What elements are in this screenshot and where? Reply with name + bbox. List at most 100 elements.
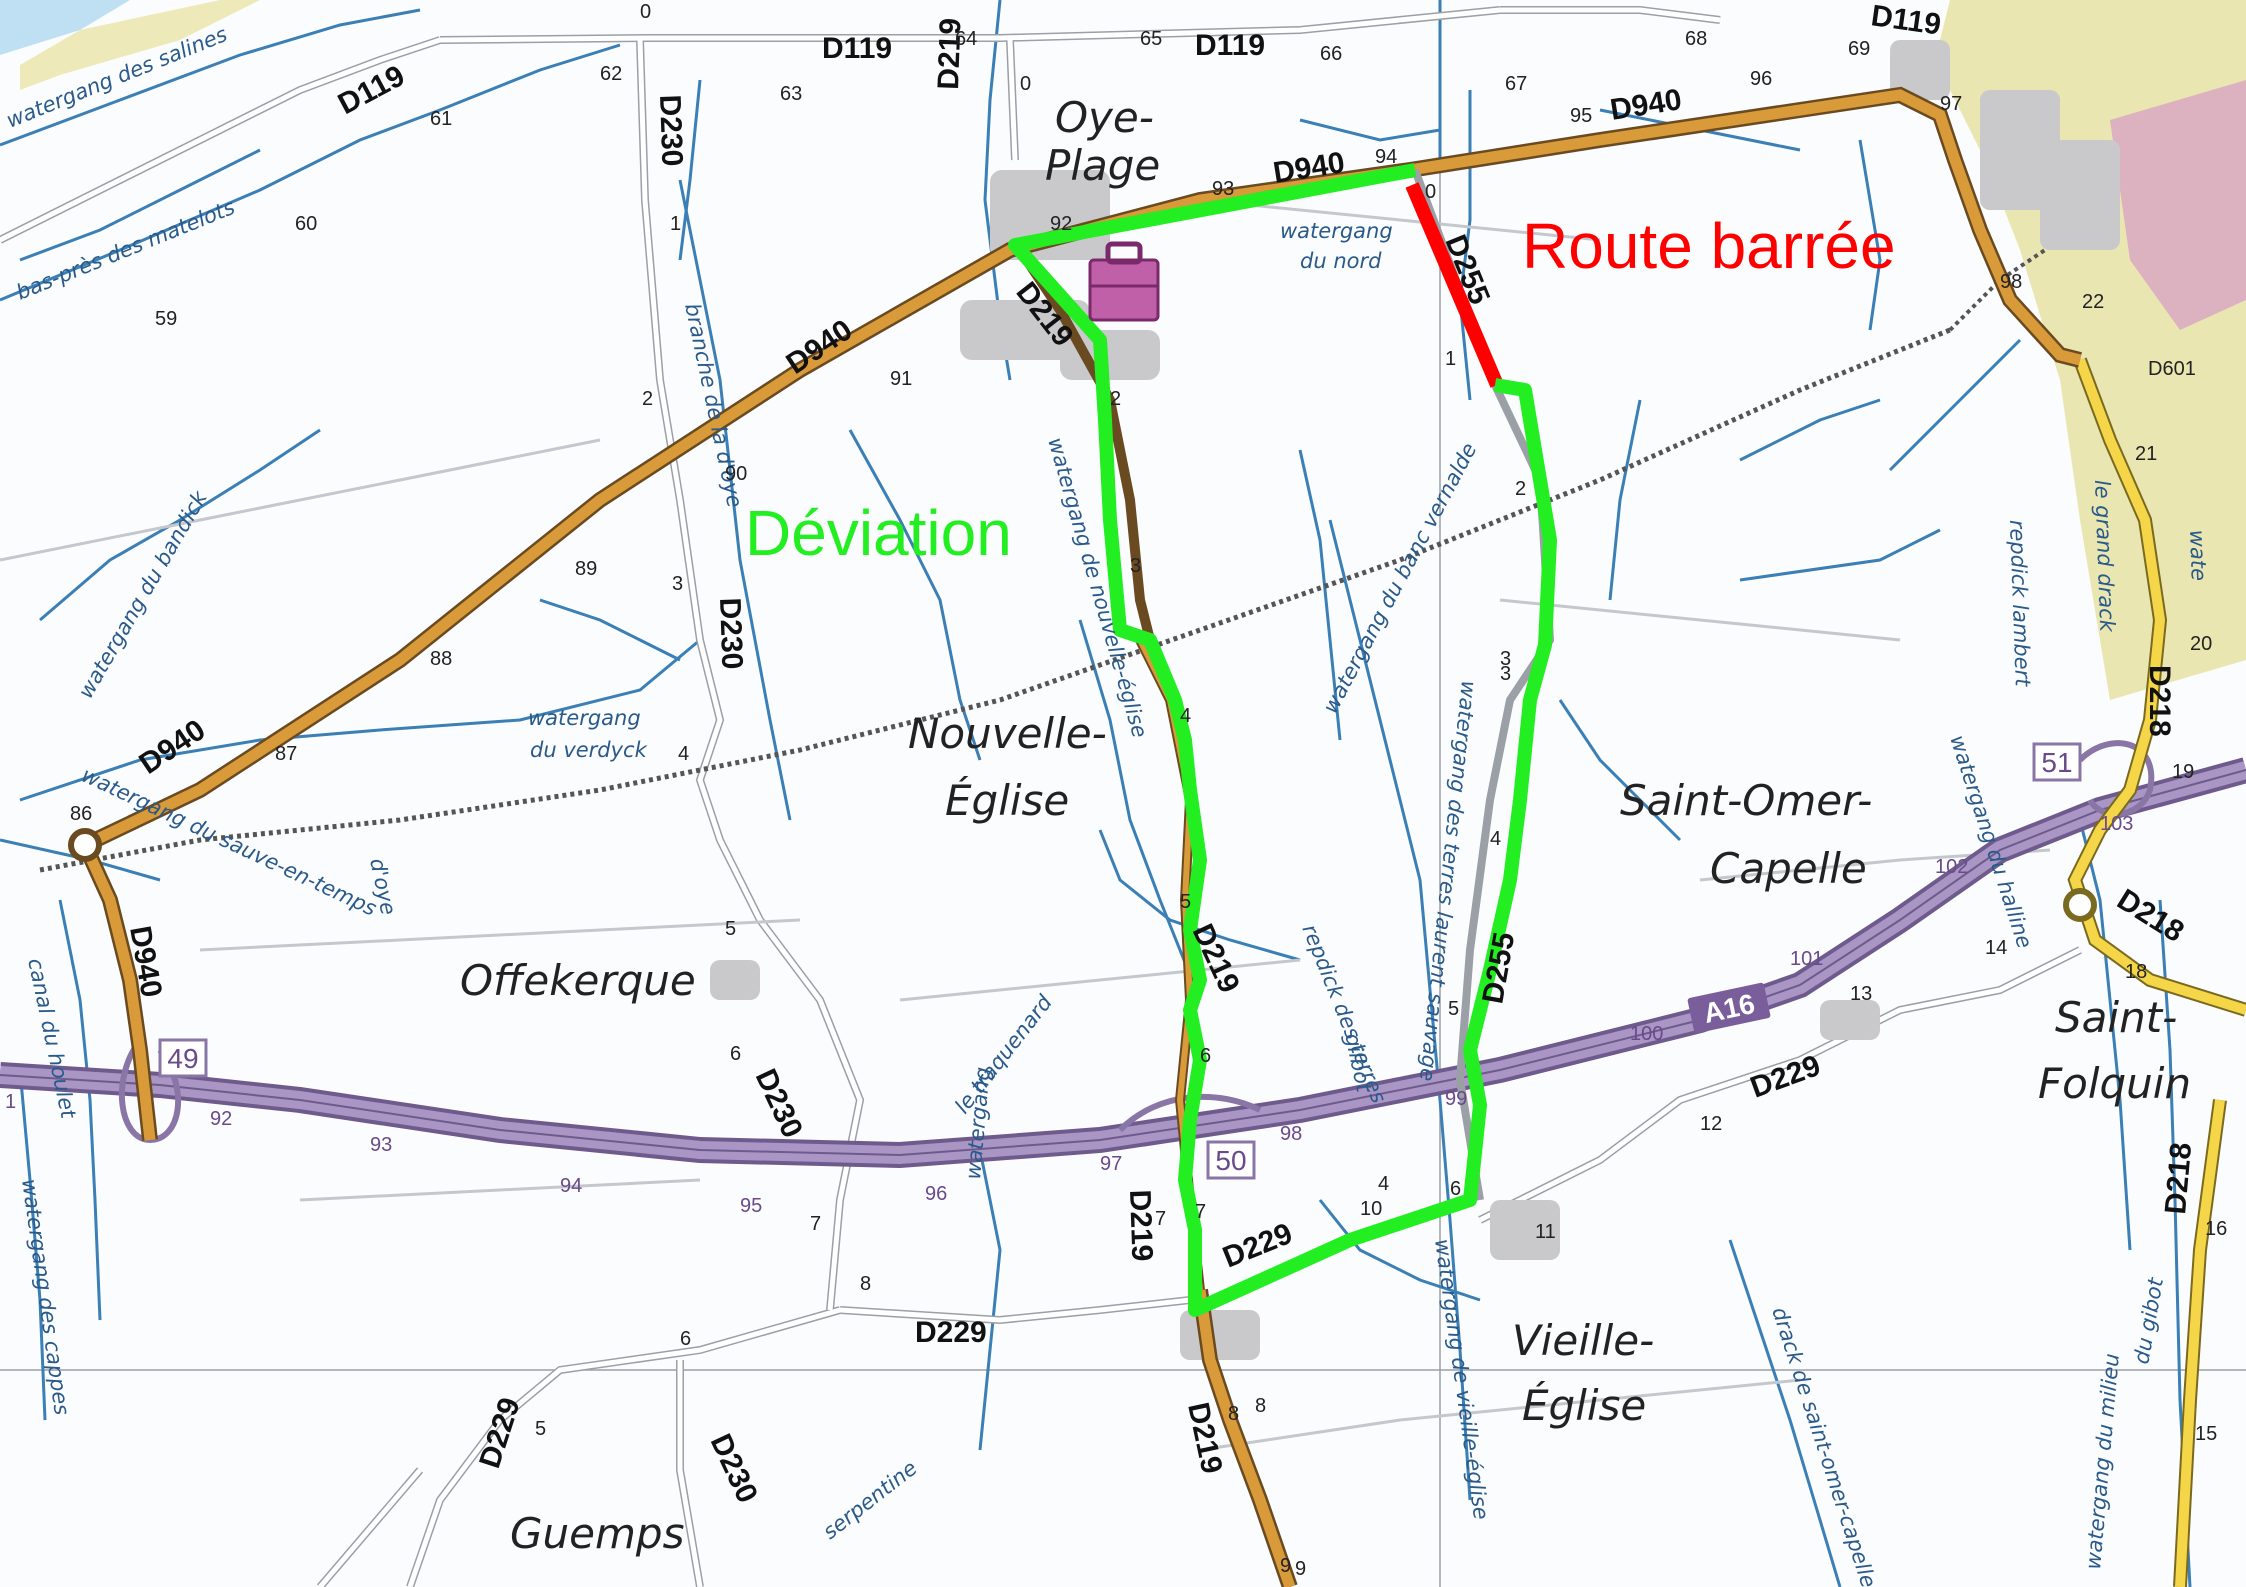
km-marker: 97: [1100, 1153, 1122, 1175]
km-marker: 22: [2082, 291, 2104, 313]
roundabout-saint-folquin: [2063, 888, 2097, 922]
km-marker: 8: [1228, 1403, 1239, 1425]
km-marker: 100: [1630, 1023, 1663, 1045]
km-marker: 3: [1500, 663, 1511, 685]
water-verdyck-2: du verdyck: [530, 738, 648, 762]
d940-south: [79, 842, 156, 1141]
place-guemps: Guemps: [510, 1509, 684, 1558]
km-marker: 67: [1505, 73, 1527, 95]
km-marker: 96: [1750, 68, 1772, 90]
briefcase-icon: [1088, 241, 1160, 322]
place-oye-plage-line1: Oye-: [1055, 93, 1154, 142]
km-marker: 4: [678, 743, 689, 765]
km-marker: 97: [1940, 93, 1962, 115]
km-marker: 10: [1360, 1198, 1382, 1220]
km-marker: 4: [1180, 705, 1191, 727]
road-d218-c: D218: [2159, 1141, 2198, 1215]
km-marker: 96: [925, 1183, 947, 1205]
km-marker: 61: [430, 108, 452, 130]
exit-badge-49: 49: [158, 1038, 208, 1078]
d219-south: [1194, 1289, 1296, 1587]
exit-badge-50: 50: [1206, 1140, 1256, 1180]
sea-area: [0, 0, 130, 55]
water-grand-drack: le grand drack: [2090, 479, 2119, 633]
km-marker: 103: [2100, 813, 2133, 835]
km-marker: 2: [1515, 478, 1526, 500]
km-marker: 5: [535, 1418, 546, 1440]
beach-area: [20, 0, 260, 90]
km-marker: 5: [1448, 998, 1459, 1020]
urban-areas: [710, 40, 2120, 1360]
km-marker: 0: [1020, 73, 1031, 95]
km-marker: 94: [1375, 146, 1397, 168]
km-marker: 98: [1280, 1123, 1302, 1145]
km-marker: 93: [370, 1134, 392, 1156]
km-marker: 95: [740, 1195, 762, 1217]
km-marker: 12: [1700, 1113, 1722, 1135]
d940-road: [82, 89, 2082, 850]
water-nord-1: watergang: [1280, 219, 1393, 243]
water-verdyck-1: watergang: [528, 706, 641, 730]
km-marker: 6: [1200, 1045, 1211, 1067]
road-d219-d: D219: [1123, 1189, 1158, 1262]
km-marker: 69: [1848, 38, 1870, 60]
protected-area: [2110, 80, 2246, 330]
km-marker: 89: [575, 558, 597, 580]
a16-shield: A16: [1687, 982, 1771, 1034]
road-d229-c: D229: [915, 1316, 987, 1349]
road-d119-a: D119: [822, 32, 892, 65]
km-marker: 5: [1180, 891, 1191, 913]
water-edge: wate: [2185, 529, 2211, 581]
roundabout-offekerque: [68, 828, 102, 862]
km-marker: 6: [730, 1043, 741, 1065]
km-marker: 3: [672, 573, 683, 595]
d218-south: [2175, 1099, 2225, 1587]
km-marker: 0: [640, 1, 651, 23]
km-marker: 13: [1850, 983, 1872, 1005]
railway: [39, 327, 1951, 873]
km-marker: 59: [155, 308, 177, 330]
detour-label: Déviation: [745, 497, 1012, 569]
road-d119-b: D119: [1195, 29, 1265, 62]
km-marker: 4: [1490, 828, 1501, 850]
km-marker: 5: [725, 918, 736, 940]
km-marker: 11: [1535, 1221, 1556, 1243]
km-marker: 64: [955, 28, 977, 50]
a16-motorway-center: [0, 769, 2246, 1157]
km-marker: 99: [1445, 1088, 1467, 1110]
place-saint-folquin-line2: Folquin: [2038, 1059, 2191, 1108]
road-d230-a: D230: [653, 94, 688, 167]
road-closed-label: Route barrée: [1522, 210, 1896, 282]
road-closure-segment: [1405, 182, 1504, 388]
km-marker: 7: [810, 1213, 821, 1235]
road-d601: D601: [2148, 358, 2196, 380]
water-nord-2: du nord: [1300, 249, 1382, 273]
km-marker: 95: [1570, 105, 1592, 127]
road-d218-a: D218: [2143, 665, 2176, 737]
km-marker: 62: [600, 63, 622, 85]
km-marker: 86: [70, 803, 92, 825]
place-nouvelle-eglise-line1: Nouvelle-: [908, 709, 1107, 758]
place-saint-omer-capelle-line1: Saint-Omer-: [1620, 776, 1872, 825]
km-marker: 3: [1500, 648, 1511, 670]
km-marker: 92: [1050, 213, 1072, 235]
km-marker: 63: [780, 83, 802, 105]
km-marker: 9: [1295, 1558, 1306, 1580]
km-marker: 14: [1985, 937, 2007, 959]
place-saint-folquin-line1: Saint-: [2055, 993, 2177, 1042]
km-marker: 102: [1935, 856, 1968, 878]
exit-number-50: 50: [1215, 1145, 1246, 1176]
detour-route: [1008, 163, 1557, 1317]
km-marker: 8: [1255, 1395, 1266, 1417]
minor-roads-fill: [0, 7, 2082, 1587]
d255-road: [1411, 168, 1555, 1201]
place-offekerque: Offekerque: [460, 956, 696, 1005]
km-marker: 19: [2172, 761, 2194, 783]
km-marker: 15: [2195, 1423, 2217, 1445]
km-marker: 7: [1155, 1208, 1166, 1230]
km-marker: 1: [1445, 348, 1456, 370]
km-marker: 68: [1685, 28, 1707, 50]
km-marker: 60: [295, 213, 317, 235]
